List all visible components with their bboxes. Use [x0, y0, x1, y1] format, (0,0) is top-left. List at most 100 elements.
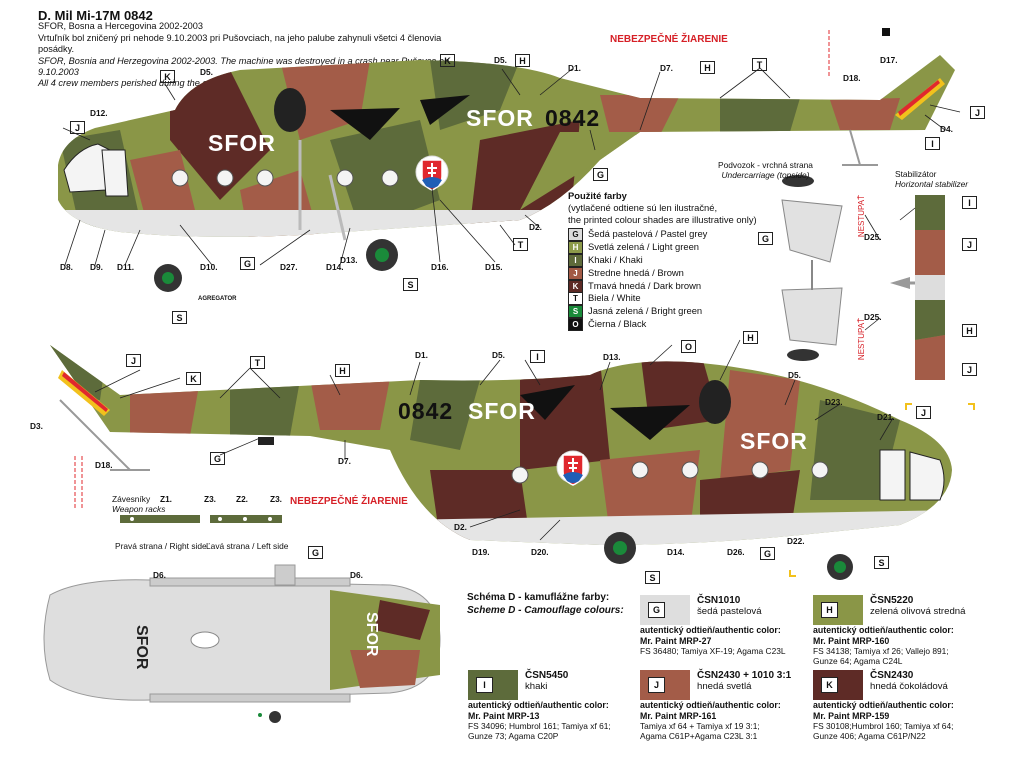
decal-label-d6-left: D6. [153, 570, 166, 580]
colour-card-tag: K [821, 677, 838, 693]
decal-label-d2-left: D2. [454, 522, 467, 532]
legend-label: Šedá pastelová / Pastel grey [588, 228, 708, 239]
undercarriage-caption-sk: Podvozok - vrchná strana [718, 160, 813, 170]
color-tag-g: G [210, 452, 225, 465]
colour-card-paint: Mr. Paint MRP-159 [813, 710, 890, 721]
legend-label: Biela / White [588, 292, 641, 304]
decal-label-d26: D26. [727, 547, 745, 557]
weapon-racks [120, 515, 282, 523]
nestupat-marking-upper: NESTUPAŤ [857, 195, 866, 238]
sfor-marking-top-right: SFOR [363, 612, 380, 657]
color-tag-j: J [970, 106, 985, 119]
decal-label-d1-right: D1. [568, 63, 581, 73]
colour-card-code: ČSN2430 + 1010 3:1 [697, 670, 792, 681]
decal-label-d10: D10. [200, 262, 218, 272]
decal-label-z3-a: Z3. [204, 494, 216, 504]
color-tag-s: S [874, 556, 889, 569]
colour-legend: Použité farby (vytlačené odtiene sú len … [568, 190, 757, 332]
color-tag-i: I [925, 137, 940, 150]
color-tag-t: T [250, 356, 265, 369]
color-tag-h: H [743, 331, 758, 344]
header-line-4: All 4 crew members perished during the c… [38, 78, 225, 89]
decal-label-d25-lower: D25. [864, 312, 882, 322]
legend-swatch: O [568, 318, 583, 332]
colour-card-code: ČSN1010 [697, 595, 741, 606]
decal-label-d7-right: D7. [660, 63, 673, 73]
legend-label: Svetlá zelená / Light green [588, 240, 700, 252]
color-tag-s: S [403, 278, 418, 291]
scheme-title-sk: Schéma D - kamuflážne farby: [467, 592, 610, 603]
colour-card-equivalents-2: Gunze 64; Agama C24L [813, 656, 903, 667]
legend-title: Použité farby [568, 190, 627, 201]
header-block: D. Mil Mi-17M 0842 SFOR, Bosna a Hercego… [38, 9, 468, 90]
header-line-1: SFOR, Bosna a Hercegovina 2002-2003 [38, 21, 203, 32]
decal-label-d3: D3. [30, 421, 43, 431]
nestupat-marking-lower: NESTUPAŤ [857, 318, 866, 361]
color-tag-j: J [70, 121, 85, 134]
decal-label-d22: D22. [787, 536, 805, 546]
top-view [43, 564, 441, 723]
color-tag-g: G [240, 257, 255, 270]
color-tag-g: G [308, 546, 323, 559]
decal-label-d14-left: D14. [667, 547, 685, 557]
color-tag-h: H [962, 324, 977, 337]
decal-label-d6-right: D6. [350, 570, 363, 580]
color-tag-h: H [335, 364, 350, 377]
right-side-caption: Pravá strana / Right side [115, 541, 207, 551]
color-tag-j: J [962, 363, 977, 376]
undercarriage-topside [781, 175, 843, 361]
scheme-heading: Schéma D - kamuflážne farby: Scheme D - … [467, 592, 624, 617]
horizontal-stabilizer [890, 195, 945, 380]
slovak-roundel-left [556, 450, 590, 486]
colour-card-code: ČSN2430 [870, 670, 914, 681]
legend-label: Khaki / Khaki [588, 253, 643, 265]
left-side-view [50, 345, 952, 545]
decal-label-d23: D23. [825, 397, 843, 407]
color-tag-g: G [593, 168, 608, 181]
color-tag-k: K [160, 70, 175, 83]
serial-marking-right: 0842 [545, 105, 601, 131]
colour-card-equivalents-1: FS 34096; Humbrol 161; Tamiya xf 61; [468, 721, 611, 731]
radiation-warning-left: NEBEZPEČNÉ ŽIARENIE [290, 496, 408, 507]
colour-card-equivalents-2: Gunze 406; Agama C61P/N22 [813, 731, 926, 742]
decal-label-d5-left-nose: D5. [788, 370, 801, 380]
undercarriage-caption: Podvozok - vrchná strana Undercarriage (… [718, 160, 813, 180]
colour-card-equivalents-1: Tamiya xf 64 + Tamiya xf 19 3:1; [640, 721, 760, 731]
color-tag-t: T [513, 238, 528, 251]
decal-label-d19: D19. [472, 547, 490, 557]
colour-card-paint: Mr. Paint MRP-160 [813, 635, 890, 646]
colour-card-paint: Mr. Paint MRP-27 [640, 635, 712, 646]
color-tag-h: H [700, 61, 715, 74]
decal-label-d8: D8. [60, 262, 73, 272]
color-tag-h: H [515, 54, 530, 67]
color-tag-t: T [752, 58, 767, 71]
colour-card-equivalents-2: Gunze 73; Agama C20P [468, 731, 559, 742]
color-tag-i: I [530, 350, 545, 363]
stabilizer-caption-en: Horizontal stabilizer [895, 179, 969, 189]
stabilizer-caption: Stabilizátor Horizontal stabilizer [895, 169, 968, 189]
colour-card-paint: Mr. Paint MRP-161 [640, 710, 717, 721]
legend-swatch: K [568, 279, 583, 293]
colour-card-auth-label: autentický odtieň/authentic color: [468, 700, 609, 710]
colour-card-auth-label: autentický odtieň/authentic color: [813, 700, 954, 710]
colour-card-tag: G [648, 602, 665, 618]
colour-card-swatch: J [640, 670, 690, 700]
decal-label-d20: D20. [531, 547, 549, 557]
decal-label-d5-right-2: D5. [494, 55, 507, 65]
legend-swatch: H [568, 240, 583, 254]
color-tag-j: J [126, 354, 141, 367]
colour-card-name: šedá pastelová [697, 606, 762, 617]
colour-card-swatch: G [640, 595, 690, 625]
colour-card-auth-label: autentický odtieň/authentic color: [640, 625, 781, 635]
sfor-marking-top-left: SFOR [133, 625, 150, 670]
decal-label-d4: D4. [940, 124, 953, 134]
stabilizer-caption-sk: Stabilizátor [895, 169, 937, 179]
color-tag-g: G [760, 547, 775, 560]
header-line-3: SFOR, Bosnia and Herzegovina 2002-2003. … [38, 55, 450, 78]
